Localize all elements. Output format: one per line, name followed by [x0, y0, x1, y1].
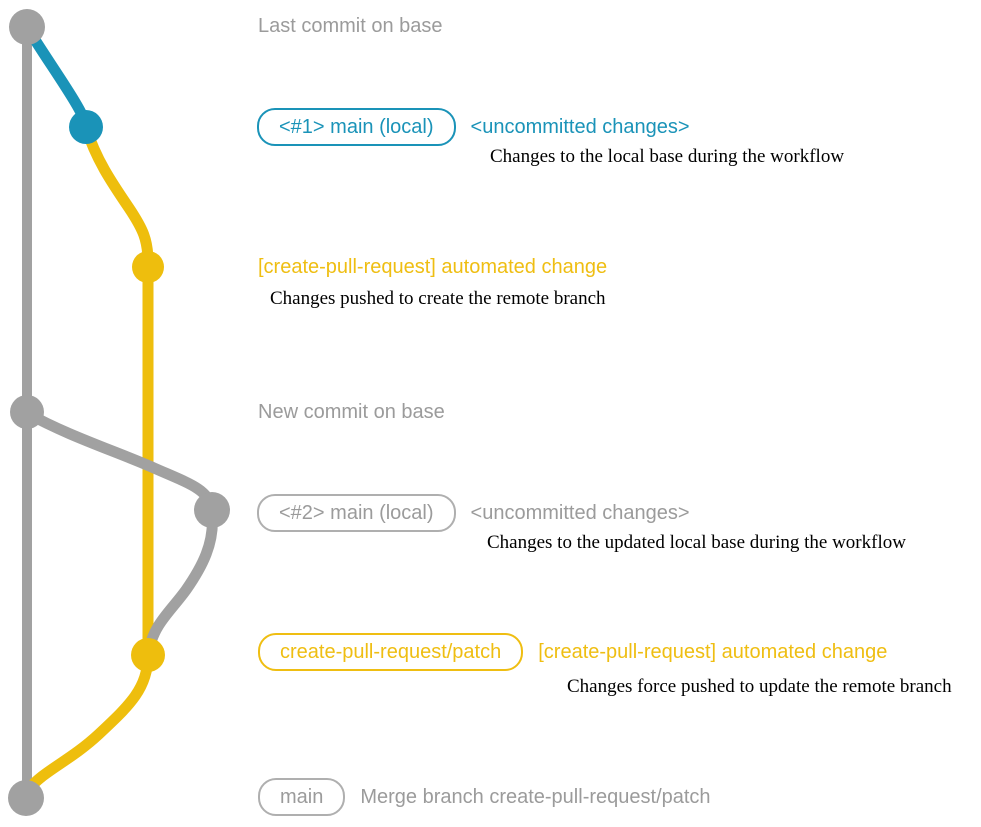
uncommitted-changes-caption-2: Changes to the updated local base during…: [487, 532, 906, 553]
local-main-badge-1: <#1> main (local): [257, 108, 456, 146]
automated-change-title-1: [create-pull-request] automated change: [258, 256, 608, 278]
last-commit-label: Last commit on base: [258, 15, 443, 37]
commit-node-local-2: [194, 492, 230, 528]
uncommitted-changes-caption-1: Changes to the local base during the wor…: [490, 146, 845, 167]
commit-node-local-1: [69, 110, 103, 144]
commit-node-new-base: [10, 395, 44, 429]
local-state-row-2: <#2> main (local) <uncommitted changes>: [257, 494, 690, 532]
automated-change-caption-2: Changes force pushed to update the remot…: [567, 676, 952, 697]
uncommitted-changes-title-2: <uncommitted changes>: [470, 501, 690, 524]
remote-branch-row: create-pull-request/patch [create-pull-r…: [258, 633, 887, 671]
commit-node-automated-2: [131, 638, 165, 672]
merge-commit-label: Merge branch create-pull-request/patch: [360, 785, 711, 808]
merge-row: main Merge branch create-pull-request/pa…: [258, 778, 711, 816]
main-badge: main: [258, 778, 346, 816]
commit-node-merge: [8, 780, 44, 816]
remote-branch-badge: create-pull-request/patch: [258, 633, 524, 671]
new-commit-label: New commit on base: [258, 401, 445, 423]
local-state-row-1: <#1> main (local) <uncommitted changes>: [257, 108, 690, 146]
updated-base-branch-line-out: [21, 407, 218, 514]
local-main-badge-2: <#2> main (local): [257, 494, 456, 532]
commit-graph: [8, 9, 230, 816]
commit-node-last-base: [9, 9, 45, 45]
automated-change-caption-1: Changes pushed to create the remote bran…: [270, 288, 606, 309]
commit-node-automated-1: [132, 251, 164, 283]
updated-base-branch-line-in: [143, 507, 218, 656]
automated-change-title-2: [create-pull-request] automated change: [538, 640, 888, 663]
uncommitted-changes-title-1: <uncommitted changes>: [470, 115, 690, 138]
